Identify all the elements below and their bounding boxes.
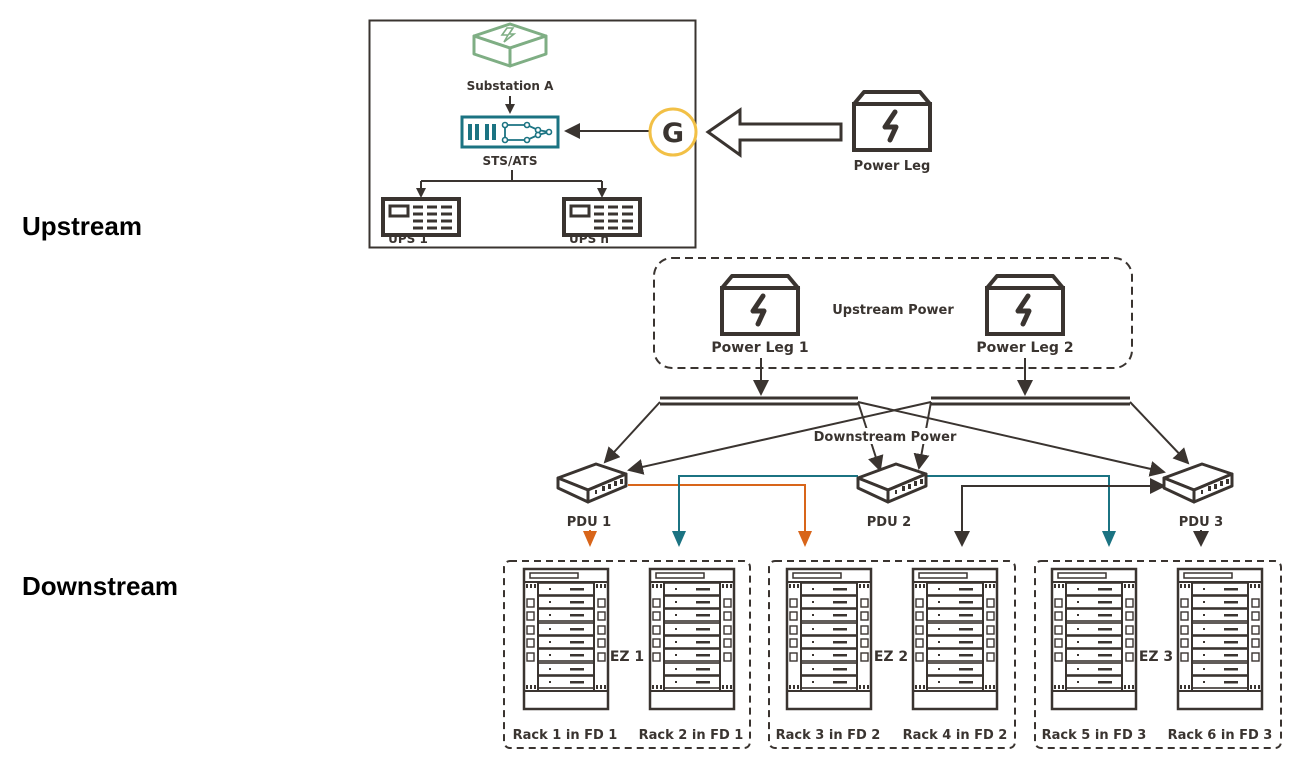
- generator-label: G: [662, 118, 684, 149]
- upstream-power-group: [653, 257, 1133, 369]
- power-leg-1-icon: [722, 276, 798, 334]
- rack-4-icon: [911, 567, 999, 711]
- sts-ats-label: STS/ATS: [482, 154, 537, 168]
- pdu-2-label: PDU 2: [867, 515, 911, 530]
- ups-n-label: UPS n: [569, 232, 609, 246]
- power-leg-1-label: Power Leg 1: [711, 340, 808, 356]
- rack-3-label: Rack 3 in FD 2: [776, 728, 881, 743]
- downstream-section-label: Downstream: [22, 571, 179, 601]
- busbar-1: [660, 396, 858, 406]
- ups-n-icon: [562, 197, 642, 237]
- ez-2-label: EZ 2: [874, 649, 908, 665]
- downstream-power-label: Downstream Power: [814, 430, 957, 445]
- power-leg-label: Power Leg: [854, 159, 931, 174]
- ez-1-label: EZ 1: [610, 649, 644, 665]
- pdu-2-icon: [856, 462, 928, 504]
- rack-2-label: Rack 2 in FD 1: [639, 728, 744, 743]
- pdu-3-icon: [1162, 462, 1234, 504]
- ez-3-label: EZ 3: [1139, 649, 1173, 665]
- power-leg-icon: [854, 92, 930, 150]
- pdu1-to-ez2-orange-link: [628, 484, 812, 547]
- power-leg-2-label: Power Leg 2: [976, 340, 1073, 356]
- pdu2-to-ez1-teal-link: [672, 475, 858, 547]
- downstream-power-label-bg: [822, 428, 952, 444]
- rack-4-label: Rack 4 in FD 2: [903, 728, 1008, 743]
- substation-label: Substation A: [467, 79, 555, 93]
- pdu-3-label: PDU 3: [1179, 515, 1223, 530]
- upstream-power-label: Upstream Power: [832, 303, 954, 318]
- rack-6-icon: [1176, 567, 1264, 711]
- rack-5-label: Rack 5 in FD 3: [1042, 728, 1147, 743]
- power-leg-2-icon: [987, 276, 1063, 334]
- ups-1-icon: [381, 197, 461, 237]
- pdu3-to-ez2-link: [954, 485, 1165, 547]
- generator-icon: [648, 107, 698, 157]
- upstream-facility-box: Substation A STS/ATS UPS 1 UP: [368, 19, 698, 249]
- busbar-2: [931, 396, 1130, 406]
- ez-1-zone: EZ 1 Rack 1 in FD 1 Rack 2 in FD 1: [503, 560, 751, 749]
- ups-1-label: UPS 1: [388, 232, 428, 246]
- rack-2-icon: [648, 567, 736, 711]
- rack-1-label: Rack 1 in FD 1: [513, 728, 618, 743]
- ez-3-zone: EZ 3 Rack 5 in FD 3 Rack 6 in FD 3: [1034, 560, 1282, 749]
- rack-6-label: Rack 6 in FD 3: [1168, 728, 1273, 743]
- pdu-1-icon: [556, 462, 628, 504]
- pdu2-to-ez3-teal-link: [924, 475, 1116, 547]
- upstream-section-label: Upstream: [22, 211, 142, 241]
- rack-1-icon: [522, 567, 610, 711]
- downstream-feed-lines: [603, 401, 1190, 477]
- ez-2-zone: EZ 2 Rack 3 in FD 2 Rack 4 in FD 2: [768, 560, 1016, 749]
- substation-icon: [472, 22, 548, 68]
- pdu-1-label: PDU 1: [567, 515, 611, 530]
- sts-to-ups-connectors: [416, 170, 607, 198]
- power-leg-feed-arrow: [705, 107, 843, 158]
- sts-ats-icon: [460, 115, 560, 149]
- rack-5-icon: [1050, 567, 1138, 711]
- rack-3-icon: [785, 567, 873, 711]
